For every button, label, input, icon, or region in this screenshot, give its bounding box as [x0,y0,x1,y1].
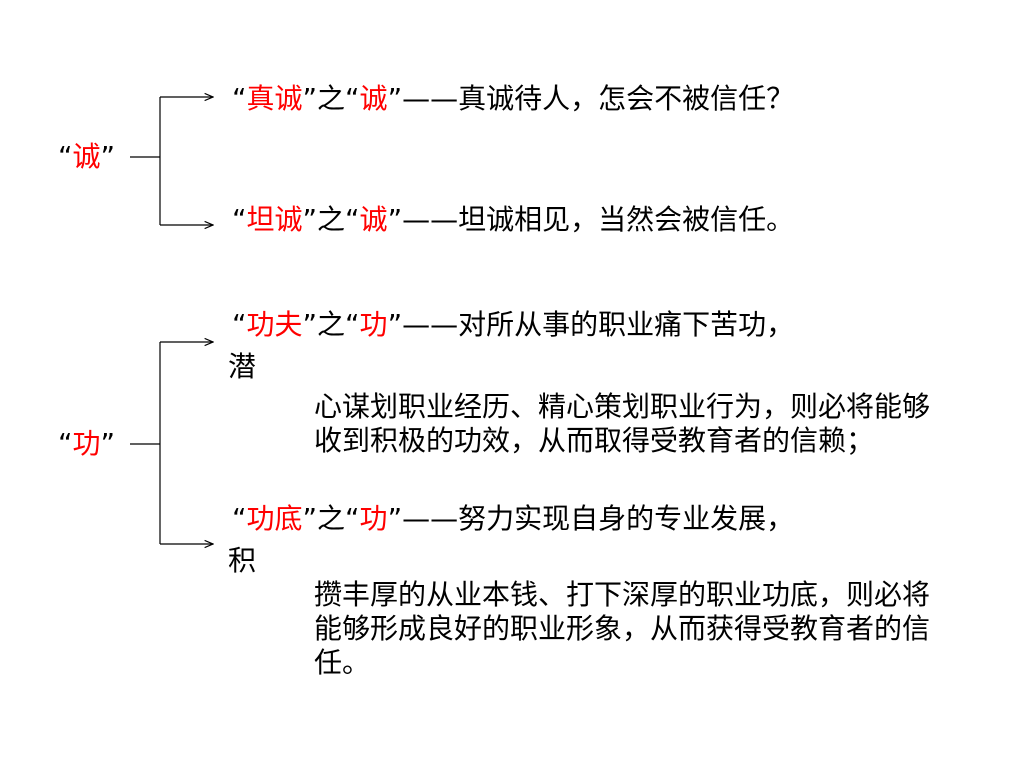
root-close-quote: ” [100,427,116,460]
branch-term: 坦诚 [246,203,303,236]
em-dash: —— [402,82,459,115]
branch-heading-zhencheng: “真诚”之“诚”——真诚待人，怎会不被信任？ [232,82,794,116]
quote-mark: ” [387,203,403,236]
quote-mark: “ [232,82,247,115]
quote-mark: ” [387,308,403,341]
em-dash: —— [402,308,459,341]
branch-term: 真诚 [246,82,303,115]
em-dash: —— [402,502,459,535]
root-label-cheng: “诚” [58,140,115,174]
quote-mark: ” [387,82,403,115]
branch-heading-tancheng: “坦诚”之“诚”——坦诚相见，当然会被信任。 [232,203,794,237]
branch-continuation-char: 积 [228,544,257,577]
quote-mark: ”之“ [302,82,360,115]
branch-body-gongdi: 攒丰厚的从业本钱、打下深厚的职业功底，则必将能够形成良好的职业形象，从而获得受教… [314,578,931,679]
branch-text: 努力实现自身的专业发展， [458,502,795,535]
quote-mark: “ [232,502,247,535]
root-open-quote: “ [58,427,73,460]
branch-char: 功 [359,308,388,341]
branch-text: 对所从事的职业痛下苦功， [458,308,795,341]
branch-heading-gongfu: “功夫”之“功”——对所从事的职业痛下苦功， [232,308,794,342]
branch-text: 真诚待人，怎会不被信任？ [458,82,795,115]
quote-mark: “ [232,203,247,236]
branch-term: 功底 [246,502,303,535]
branch-char: 诚 [359,82,388,115]
branch-heading-gongdi: “功底”之“功”——努力实现自身的专业发展， [232,502,794,536]
branch-continuation-char: 潜 [228,350,257,383]
quote-mark: ”之“ [302,502,360,535]
root-label-gong: “功” [58,427,115,461]
root-key-char: 功 [72,427,101,460]
quote-mark: ”之“ [302,203,360,236]
branch-char: 功 [359,502,388,535]
quote-mark: ” [387,502,403,535]
quote-mark: “ [232,308,247,341]
branch-text: 坦诚相见，当然会被信任。 [458,203,795,236]
root-open-quote: “ [58,140,73,173]
root-key-char: 诚 [72,140,101,173]
quote-mark: ”之“ [302,308,360,341]
root-close-quote: ” [100,140,116,173]
em-dash: —— [402,203,459,236]
branch-char: 诚 [359,203,388,236]
branch-body-gongfu: 心谋划职业经历、精心策划职业行为，则必将能够收到积极的功效，从而取得受教育者的信… [314,390,931,457]
branch-term: 功夫 [246,308,303,341]
